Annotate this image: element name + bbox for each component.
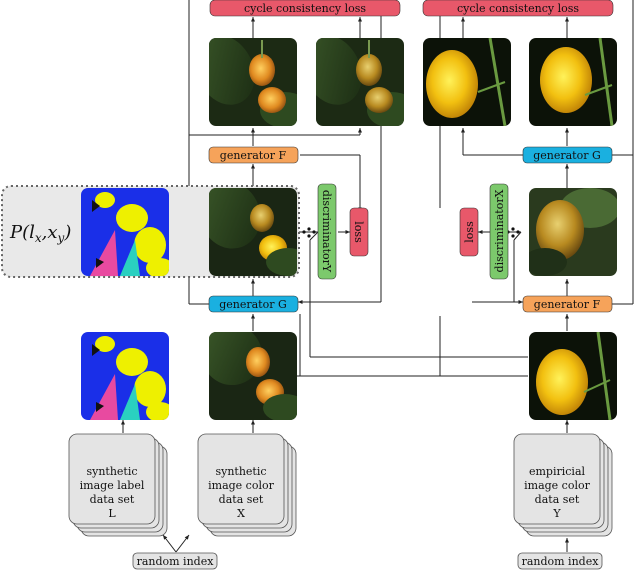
cycle-loss-left: cycle consistency loss — [209, 0, 401, 17]
svg-text:discriminatorX: discriminatorX — [493, 189, 506, 272]
image-reconstructed-x-2 — [316, 38, 404, 126]
svg-text:L: L — [108, 507, 116, 520]
generator-f-left: generator F — [208, 146, 299, 164]
image-x-sample — [209, 332, 297, 420]
joint-distribution-label: P(lx,xy) — [9, 222, 71, 245]
loss-left: loss — [349, 207, 369, 257]
image-generated-x — [529, 188, 617, 276]
svg-text:image label: image label — [80, 479, 145, 492]
discriminator-x: discriminatorX — [489, 183, 509, 280]
svg-text:X: X — [237, 507, 245, 520]
image-reconstructed-y — [529, 38, 617, 126]
svg-text:generator G: generator G — [219, 298, 287, 311]
svg-text:random index: random index — [137, 555, 215, 568]
dataset-stack-Y: empiricial image color data set Y — [513, 433, 613, 537]
loss-right: loss — [459, 207, 479, 257]
svg-text:discriminatorY: discriminatorY — [320, 190, 333, 273]
svg-text:loss: loss — [352, 221, 365, 243]
svg-text:cycle consistency loss: cycle consistency loss — [244, 2, 366, 15]
svg-text:data set: data set — [90, 493, 135, 506]
svg-text:generator F: generator F — [534, 298, 601, 311]
image-label-map-1 — [81, 188, 169, 276]
svg-text:random index: random index — [522, 555, 600, 568]
svg-text:loss: loss — [463, 221, 476, 243]
image-y-sample-1 — [423, 38, 511, 126]
image-label-map-2 — [81, 332, 169, 420]
svg-text:Y: Y — [552, 507, 561, 520]
dataset-stack-X: synthetic image color data set X — [197, 433, 297, 537]
connector-lines — [121, 0, 634, 553]
svg-text:generator F: generator F — [220, 149, 287, 162]
cycle-loss-right: cycle consistency loss — [422, 0, 614, 17]
svg-text:image color: image color — [524, 479, 590, 492]
svg-text:empiricial: empiricial — [529, 465, 586, 478]
svg-text:data set: data set — [535, 493, 580, 506]
image-y-sample-2 — [529, 332, 617, 420]
generator-f-right: generator F — [522, 295, 613, 313]
svg-text:data set: data set — [219, 493, 264, 506]
random-index-left: random index — [132, 552, 218, 570]
svg-text:synthetic: synthetic — [86, 465, 137, 478]
image-reconstructed-x-1 — [209, 38, 297, 126]
random-index-right: random index — [517, 552, 603, 570]
generator-g-right: generator G — [522, 146, 613, 164]
svg-text:synthetic: synthetic — [215, 465, 266, 478]
dataset-stack-L: synthetic image label data set L — [68, 433, 168, 537]
svg-text:image color: image color — [208, 479, 274, 492]
image-generated-y — [209, 188, 297, 276]
svg-text:cycle consistency loss: cycle consistency loss — [457, 2, 579, 15]
discriminator-y: discriminatorY — [317, 183, 337, 280]
generator-g-left: generator G — [208, 295, 299, 313]
junction-dots — [302, 227, 520, 238]
svg-text:generator G: generator G — [533, 149, 601, 162]
